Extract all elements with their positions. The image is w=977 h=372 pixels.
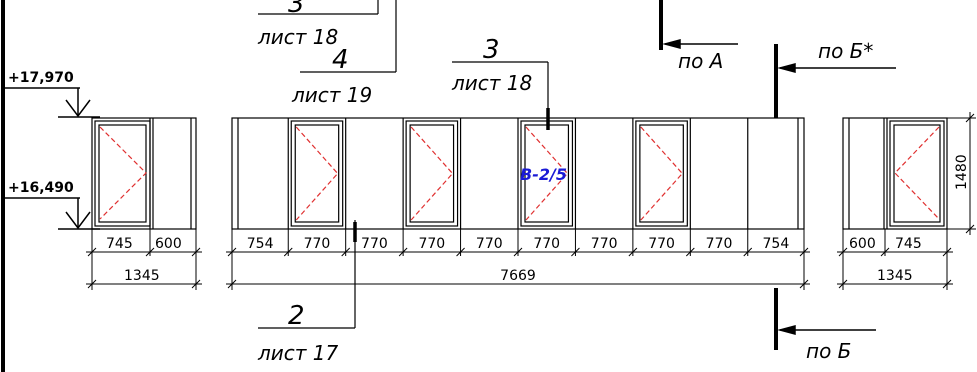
opening-sash	[635, 120, 688, 227]
dim-tick	[799, 279, 809, 289]
opening-sash	[405, 120, 459, 227]
dims-right	[837, 229, 953, 290]
window-block-left	[91, 117, 197, 230]
callout-mid-num: 3	[483, 35, 500, 65]
dim-left-1: 745	[106, 236, 133, 252]
section-a-label: по А	[678, 49, 723, 73]
section-b-star-label: по Б*	[818, 39, 873, 63]
dim-height	[947, 112, 976, 235]
section-mark-b-star	[774, 44, 896, 118]
level-top-label: +17,970	[8, 70, 74, 86]
dim-left-total: 1345	[124, 268, 160, 284]
center-panels	[287, 118, 749, 229]
dims-center: 754 770 770 770 770 770 770 770 770 754 7669	[226, 229, 810, 290]
dim-left-2: 600	[155, 236, 182, 252]
dim-center-1: 754	[247, 236, 274, 252]
section-mark-a	[659, 0, 738, 50]
dim-center-4: 770	[418, 236, 445, 252]
dim-center-7: 770	[591, 236, 618, 252]
callout-top4-sheet: лист 19	[291, 83, 372, 107]
dim-center-total: 7669	[500, 268, 536, 284]
dim-tick	[227, 279, 237, 289]
callout-top3-num: 3	[288, 0, 305, 19]
dim-center-3: 770	[361, 236, 388, 252]
level-bottom-label: +16,490	[8, 180, 74, 196]
callout-top3-sheet: лист 18	[257, 25, 338, 49]
dim-center-9: 770	[706, 236, 733, 252]
callout-bottom-sheet: лист 17	[257, 341, 339, 365]
level-mark-top: +17,970	[5, 70, 100, 118]
callout-mid	[452, 61, 550, 130]
dim-center-10: 754	[763, 236, 790, 252]
callout-top	[258, 0, 397, 73]
window-mark: В-2/5	[520, 165, 567, 184]
dims-left	[86, 229, 202, 290]
dim-center-8: 770	[648, 236, 675, 252]
level-mark-bottom: +16,490	[5, 180, 100, 230]
window-block-right	[842, 117, 948, 230]
dim-center-2: 770	[304, 236, 331, 252]
dim-center-6: 770	[533, 236, 560, 252]
section-mark-b	[774, 288, 876, 350]
callout-mid-sheet: лист 18	[451, 71, 532, 95]
dim-right-total: 1345	[877, 268, 913, 284]
dim-height-label: 1480	[954, 154, 970, 190]
dim-right-2: 745	[895, 236, 922, 252]
dim-right-1: 600	[849, 236, 876, 252]
section-b-label: по Б	[806, 339, 851, 363]
callout-bottom-num: 2	[288, 301, 305, 331]
opening-sash	[290, 120, 344, 227]
callout-bottom	[258, 220, 357, 329]
callout-top4-num: 4	[332, 45, 349, 75]
dim-center-5: 770	[476, 236, 503, 252]
